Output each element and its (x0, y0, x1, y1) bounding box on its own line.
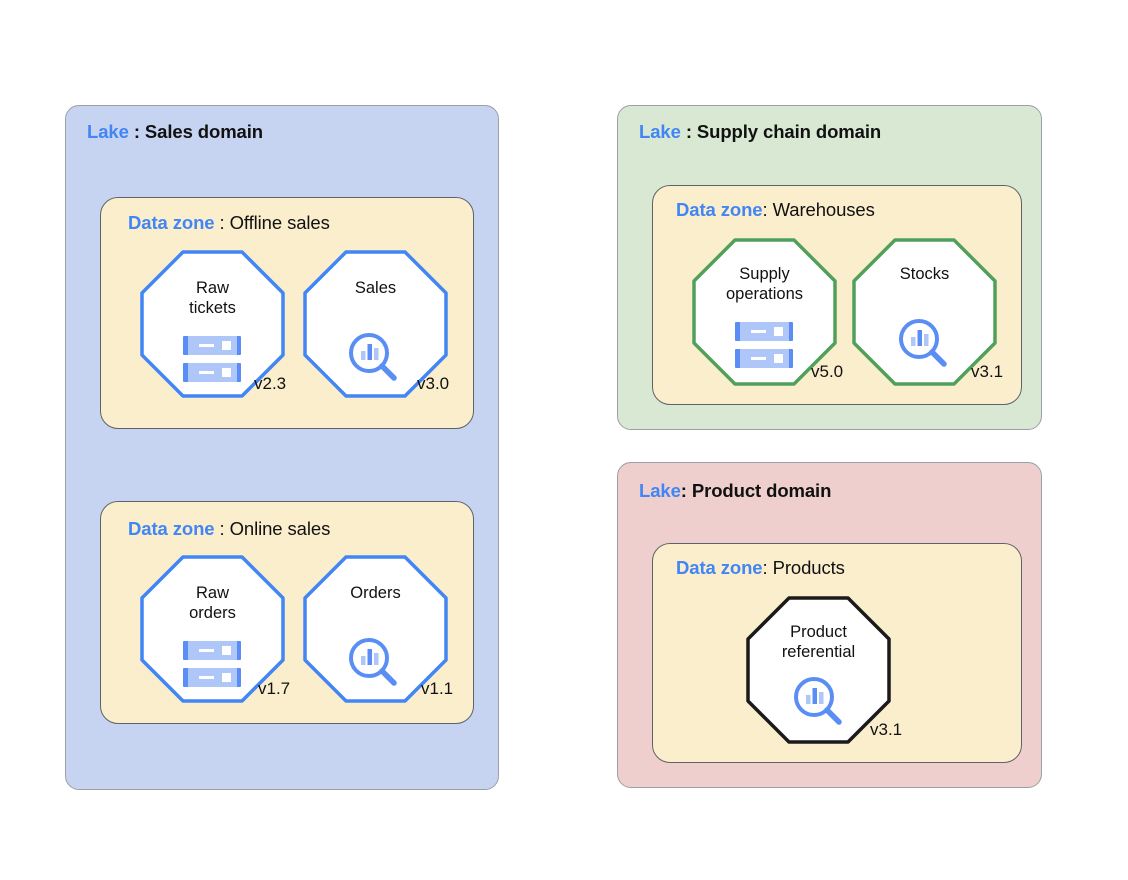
lake-sales-domain-title: Lake : Sales domain (87, 121, 263, 143)
lake-keyword: Lake (639, 480, 681, 501)
zone-name: Warehouses (772, 199, 875, 220)
zone-name: Online sales (229, 518, 331, 539)
zone-keyword: Data zone (676, 557, 763, 578)
asset-product-referential-version: v3.1 (870, 720, 903, 739)
data-zone-online-sales-title: Data zone : Online sales (128, 518, 330, 540)
lake-keyword: Lake (639, 121, 681, 142)
asset-stocks-version: v3.1 (971, 362, 1004, 381)
lake-separator: : (680, 480, 692, 501)
octagon-shape (746, 596, 891, 744)
lake-product-domain-title: Lake: Product domain (639, 480, 831, 502)
asset-supply-operations[interactable]: Supply operations v5.0 (692, 238, 843, 386)
asset-raw-orders[interactable]: Raw orders v1.7 (140, 555, 290, 703)
asset-raw-tickets[interactable]: Raw tickets v2.3 (140, 250, 287, 398)
zone-separator: : (214, 518, 230, 539)
asset-sales-version: v3.0 (417, 374, 450, 393)
zone-separator: : (762, 199, 773, 220)
octagon-shape (140, 555, 285, 703)
data-zone-products-title: Data zone: Products (676, 557, 845, 579)
asset-stocks[interactable]: Stocks v3.1 (852, 238, 1003, 386)
lake-supply-chain-domain-title: Lake : Supply chain domain (639, 121, 881, 143)
zone-name: Offline sales (229, 212, 330, 233)
lake-separator: : (680, 121, 697, 142)
zone-keyword: Data zone (128, 212, 215, 233)
lake-separator: : (128, 121, 145, 142)
asset-raw-tickets-version: v2.3 (254, 374, 287, 393)
zone-keyword: Data zone (676, 199, 763, 220)
asset-orders-version: v1.1 (421, 679, 454, 698)
zone-separator: : (762, 557, 773, 578)
data-zone-warehouses-title: Data zone: Warehouses (676, 199, 875, 221)
asset-raw-orders-version: v1.7 (258, 679, 291, 698)
zone-separator: : (214, 212, 230, 233)
zone-name: Products (772, 557, 845, 578)
octagon-shape (692, 238, 837, 386)
lake-name: Sales domain (144, 121, 263, 142)
octagon-shape (852, 238, 997, 386)
asset-sales[interactable]: Sales v3.0 (303, 250, 450, 398)
lake-name: Product domain (691, 480, 832, 501)
octagon-shape (303, 555, 448, 703)
octagon-shape (140, 250, 285, 398)
zone-keyword: Data zone (128, 518, 215, 539)
asset-product-referential[interactable]: Product referential v3.1 (746, 596, 902, 744)
data-zone-offline-sales-title: Data zone : Offline sales (128, 212, 330, 234)
octagon-shape (303, 250, 448, 398)
asset-supply-operations-version: v5.0 (811, 362, 844, 381)
asset-orders[interactable]: Orders v1.1 (303, 555, 453, 703)
lake-name: Supply chain domain (696, 121, 882, 142)
lake-keyword: Lake (87, 121, 129, 142)
